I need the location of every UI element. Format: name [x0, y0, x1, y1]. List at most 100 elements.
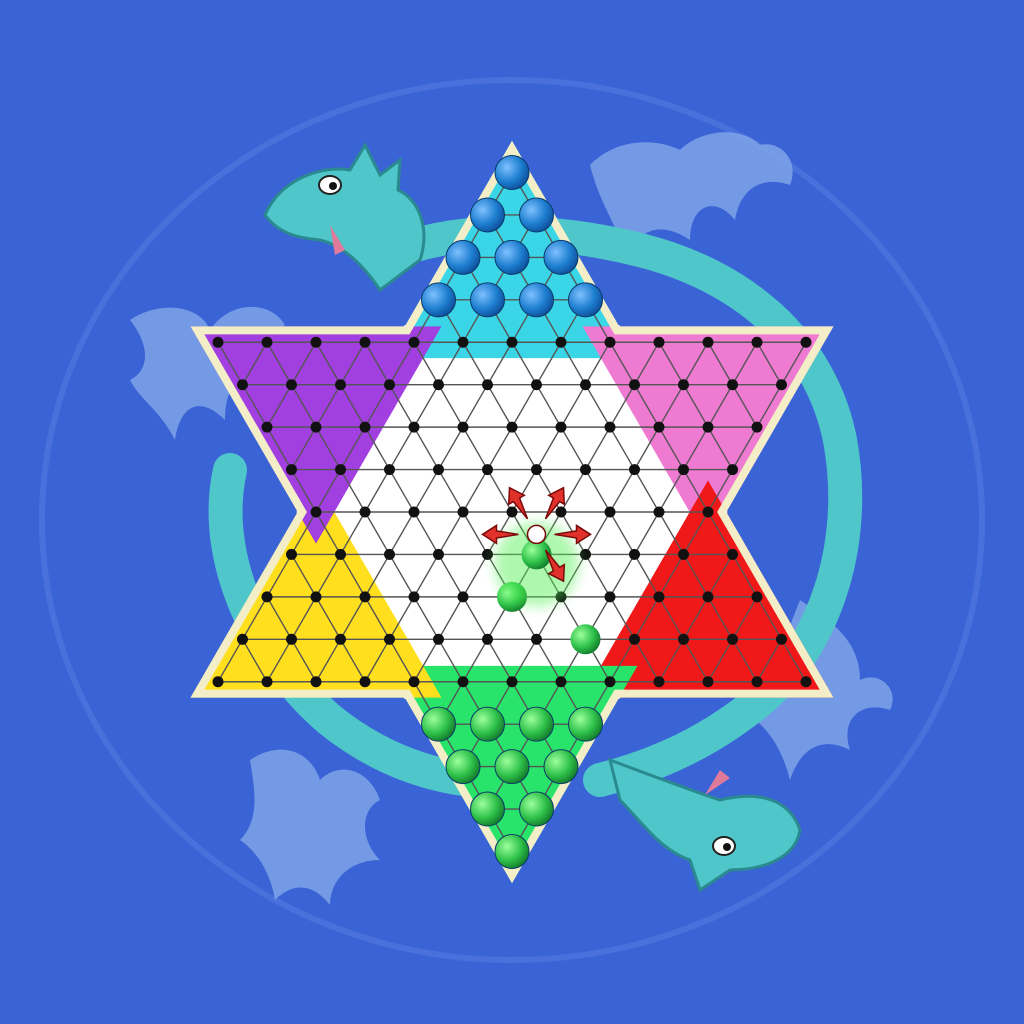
board-hole[interactable] [335, 633, 346, 645]
board-hole[interactable] [286, 379, 297, 391]
board-hole[interactable] [629, 379, 640, 391]
board-hole[interactable] [310, 591, 322, 603]
marble-green[interactable] [445, 749, 481, 785]
board-hole[interactable] [678, 548, 689, 560]
board-hole[interactable] [457, 676, 469, 688]
board-hole[interactable] [629, 548, 640, 560]
board-hole[interactable] [727, 633, 738, 645]
move-arrow[interactable] [544, 486, 566, 520]
board-hole[interactable] [727, 464, 738, 476]
board-hole[interactable] [580, 464, 591, 476]
board-hole[interactable] [482, 633, 493, 645]
marble-green[interactable] [421, 706, 456, 742]
board-hole[interactable] [555, 336, 567, 348]
board-hole[interactable] [408, 336, 420, 348]
board-hole[interactable] [555, 676, 567, 688]
board-hole[interactable] [335, 548, 346, 560]
board-hole[interactable] [604, 591, 616, 603]
marble-cyan[interactable] [494, 239, 530, 275]
marble-cyan[interactable] [470, 197, 505, 233]
board-hole[interactable] [727, 548, 738, 560]
board-hole[interactable] [506, 336, 518, 348]
board-hole[interactable] [286, 633, 297, 645]
board-hole[interactable] [604, 676, 616, 688]
board-hole[interactable] [408, 591, 420, 603]
marble-green[interactable] [543, 749, 579, 785]
board-hole[interactable] [457, 421, 469, 433]
board-hole[interactable] [653, 676, 665, 688]
marble-green[interactable] [494, 833, 530, 869]
board-hole[interactable] [457, 591, 469, 603]
board-hole[interactable] [751, 676, 763, 688]
red-move-arrows-icon[interactable] [481, 486, 592, 583]
marble-green[interactable] [519, 706, 554, 742]
board-hole[interactable] [261, 591, 273, 603]
board-hole[interactable] [335, 464, 346, 476]
board-hole[interactable] [555, 421, 567, 433]
board-hole[interactable] [702, 506, 714, 518]
board-hole[interactable] [286, 548, 297, 560]
board-hole[interactable] [678, 379, 689, 391]
board-hole[interactable] [604, 336, 616, 348]
board-hole[interactable] [237, 633, 248, 645]
marble-cyan[interactable] [421, 282, 456, 318]
board-hole[interactable] [212, 336, 224, 348]
board-hole[interactable] [408, 676, 420, 688]
board-hole[interactable] [212, 676, 224, 688]
board-hole[interactable] [408, 506, 420, 518]
board-hole[interactable] [580, 548, 591, 560]
board-hole[interactable] [800, 336, 812, 348]
marble-green[interactable] [470, 791, 505, 827]
board-hole[interactable] [359, 676, 371, 688]
board-hole[interactable] [261, 421, 273, 433]
board-hole[interactable] [310, 506, 322, 518]
board-hole[interactable] [678, 633, 689, 645]
board-hole[interactable] [286, 464, 297, 476]
board-hole[interactable] [237, 379, 248, 391]
board-hole[interactable] [482, 464, 493, 476]
marble-cyan[interactable] [470, 282, 505, 318]
board-hole[interactable] [433, 379, 444, 391]
marble-cyan[interactable] [445, 239, 481, 275]
board-hole[interactable] [384, 464, 395, 476]
marble-green[interactable] [470, 706, 505, 742]
board-hole[interactable] [261, 676, 273, 688]
board-hole[interactable] [506, 506, 518, 518]
board-hole[interactable] [580, 379, 591, 391]
board-hole[interactable] [702, 336, 714, 348]
board-hole[interactable] [629, 464, 640, 476]
board-hole[interactable] [702, 421, 714, 433]
board-hole[interactable] [751, 336, 763, 348]
board-hole[interactable] [531, 464, 542, 476]
board-hole[interactable] [653, 336, 665, 348]
marble-cyan[interactable] [568, 282, 603, 318]
board-hole[interactable] [359, 506, 371, 518]
board-hole[interactable] [457, 336, 469, 348]
board-hole[interactable] [457, 506, 469, 518]
marble-cyan[interactable] [519, 197, 554, 233]
board-hole[interactable] [531, 379, 542, 391]
board-hole[interactable] [604, 421, 616, 433]
marble-cyan[interactable] [543, 239, 579, 275]
board-hole[interactable] [629, 633, 640, 645]
board-hole[interactable] [653, 506, 665, 518]
marble-green[interactable] [519, 791, 554, 827]
marble-green[interactable] [568, 706, 603, 742]
board-hole[interactable] [776, 633, 787, 645]
board-hole[interactable] [800, 676, 812, 688]
marble-green[interactable] [570, 624, 601, 655]
board-hole[interactable] [310, 676, 322, 688]
move-arrow[interactable] [554, 524, 592, 545]
board-hole[interactable] [751, 421, 763, 433]
board-hole[interactable] [359, 591, 371, 603]
move-arrow[interactable] [507, 486, 529, 520]
move-arrow[interactable] [544, 549, 566, 583]
board-hole[interactable] [506, 676, 518, 688]
board-hole[interactable] [359, 421, 371, 433]
board-hole[interactable] [653, 591, 665, 603]
board-hole[interactable] [604, 506, 616, 518]
board-hole[interactable] [482, 548, 493, 560]
board-hole[interactable] [433, 464, 444, 476]
board-hole[interactable] [702, 591, 714, 603]
board-hole[interactable] [776, 379, 787, 391]
